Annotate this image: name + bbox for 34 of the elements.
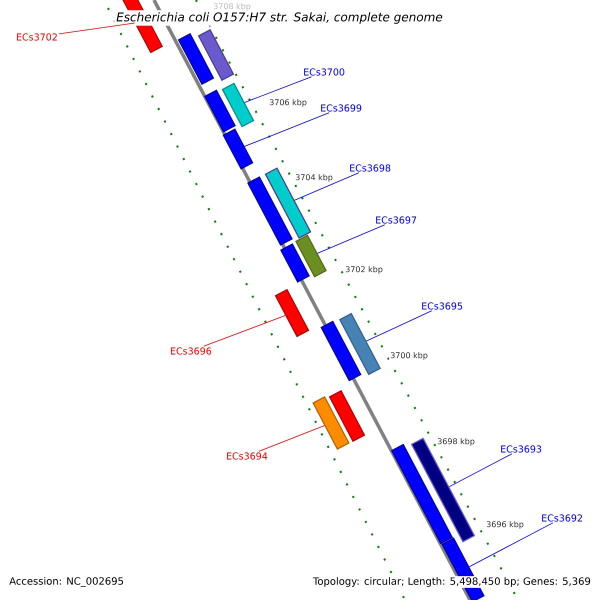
leader-line [244,112,330,147]
info-text: Topology: circular; Length: 5,498,450 bp; Genes: 5,369 [312,576,592,588]
gene-bar [247,176,293,246]
leader-line [448,453,512,488]
gene-label: ECs3695 [422,302,462,310]
scale-label: 3700 kbp [389,351,429,361]
gene-label: ECs3693 [501,445,542,453]
leader-line [366,310,432,342]
gene-label: ECs3699 [321,104,362,112]
gene-label: ECs3698 [350,164,390,172]
gene-label: ECs3692 [542,514,582,522]
gene-bar [328,390,366,442]
scale-label: 3698 kbp [436,437,476,447]
leader-line [317,224,386,254]
scale-label: 3706 kbp [268,98,308,108]
scale-label: 3708 kbp [212,2,252,12]
leader-line [258,425,325,452]
gene-bar [280,243,310,283]
leader-line [203,315,286,347]
gene-label: ECs3700 [304,68,344,76]
gene-label: ECs3696 [170,347,212,355]
leader-line [468,522,554,568]
gene-label: ECs3694 [226,452,268,460]
scale-label: 3702 kbp [344,265,384,275]
info-text: Accession: NC_002695 [8,576,125,588]
gene-label: ECs3702 [16,33,57,41]
leader-line [58,22,135,34]
leader-line [244,76,312,103]
leader-line [294,172,360,201]
title: Escherichia coli O157:H7 str. Sakai, complete genome [114,10,445,26]
scale-label: 3696 kbp [485,520,525,530]
gene-label: ECs3697 [376,216,416,224]
scale-label: 3704 kbp [294,173,334,183]
gene-bar [222,82,254,128]
